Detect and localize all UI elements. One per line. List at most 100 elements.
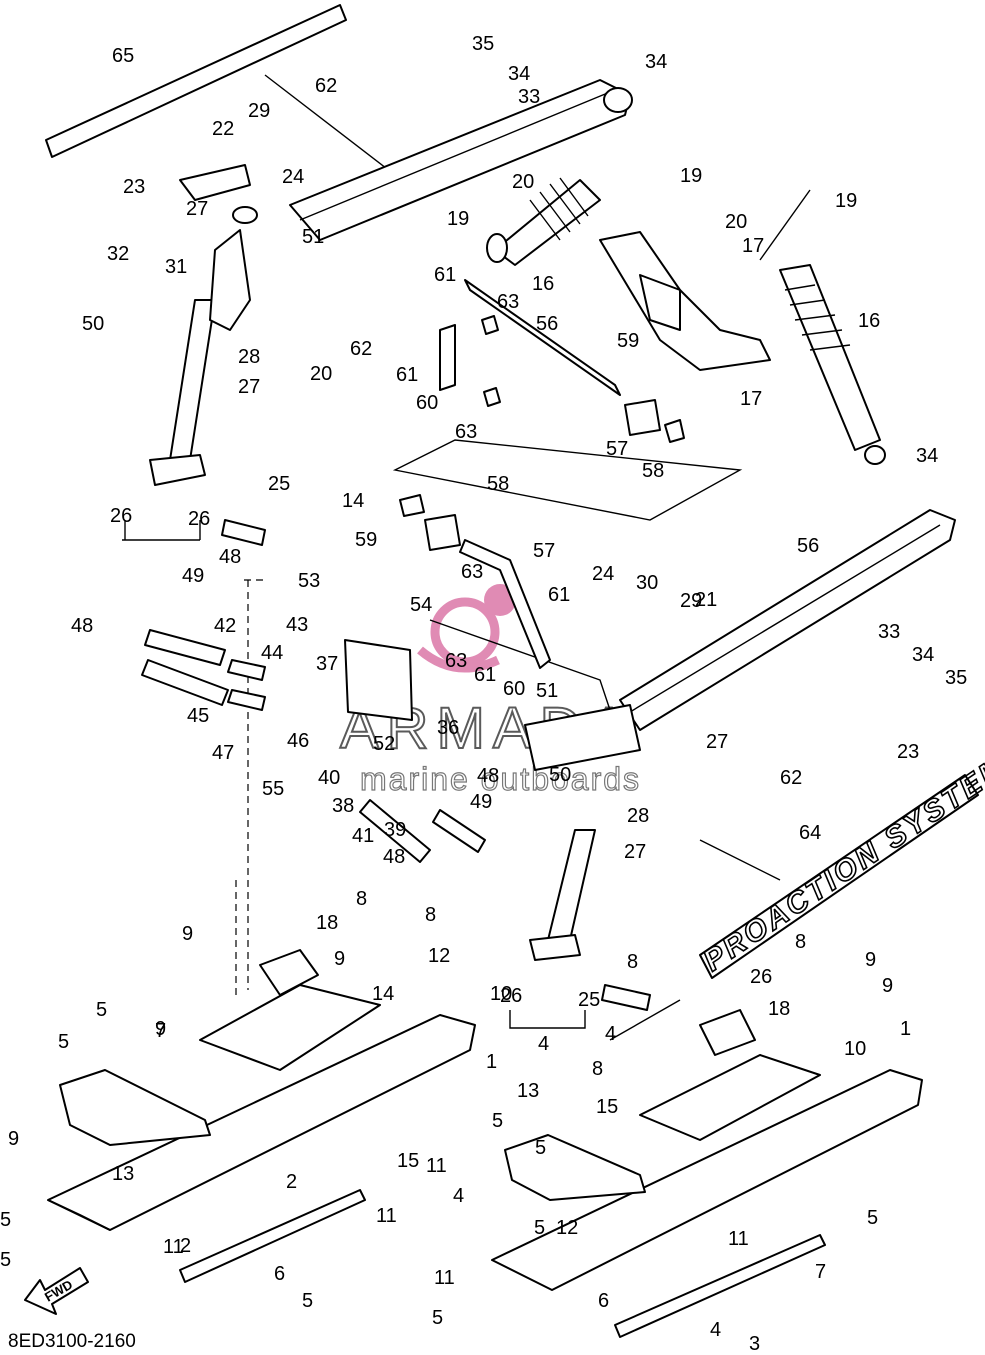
figure-code: 8ED3100-2160 — [8, 1331, 136, 1352]
part-callout-11: 11 — [163, 1236, 184, 1258]
part-callout-4: 4 — [538, 1033, 549, 1055]
part-callout-34: 34 — [912, 644, 934, 666]
part-callout-50: 50 — [549, 764, 571, 786]
part-callout-51: 51 — [536, 680, 558, 702]
part-callout-27: 27 — [186, 198, 208, 220]
part-callout-48: 48 — [383, 846, 405, 868]
part-callout-3: 3 — [749, 1333, 760, 1355]
part-callout-42: 42 — [214, 615, 236, 637]
part-callout-25: 25 — [268, 473, 290, 495]
part-callout-48: 48 — [71, 615, 93, 637]
part-callout-62: 62 — [315, 75, 337, 97]
part-callout-5: 5 — [58, 1031, 69, 1053]
part-callout-2: 2 — [286, 1171, 297, 1193]
part-callout-13: 13 — [517, 1080, 539, 1102]
part-callout-58: 58 — [487, 473, 509, 495]
part-callout-11: 11 — [426, 1155, 447, 1177]
part-callout-60: 60 — [503, 678, 525, 700]
part-callout-19: 19 — [447, 208, 469, 230]
part-callout-63: 63 — [455, 421, 477, 443]
part-callout-51: 51 — [302, 226, 324, 248]
part-callout-32: 32 — [107, 243, 129, 265]
part-callout-50: 50 — [82, 313, 104, 335]
part-callout-41: 41 — [352, 825, 374, 847]
part-callout-15: 15 — [596, 1096, 618, 1118]
part-callout-16: 16 — [858, 310, 880, 332]
part-callout-24: 24 — [592, 563, 614, 585]
part-callout-23: 23 — [123, 176, 145, 198]
part-callout-57: 57 — [606, 438, 628, 460]
part-callout-29: 29 — [248, 100, 270, 122]
part-callout-14: 14 — [342, 490, 364, 512]
part-callout-5: 5 — [534, 1217, 545, 1239]
decal-text: PROACTION SYSTEM — [697, 749, 985, 978]
part-callout-18: 18 — [768, 998, 790, 1020]
part-callout-9: 9 — [155, 1018, 166, 1040]
part-callout-8: 8 — [425, 904, 436, 926]
part-callout-49: 49 — [470, 791, 492, 813]
part-callout-20: 20 — [512, 171, 534, 193]
part-callout-5: 5 — [0, 1249, 11, 1271]
part-callout-31: 31 — [165, 256, 187, 278]
part-callout-6: 6 — [598, 1290, 609, 1312]
part-callout-48: 48 — [477, 765, 499, 787]
part-callout-7: 7 — [815, 1261, 826, 1283]
part-callout-58: 58 — [642, 460, 664, 482]
part-callout-25: 25 — [578, 989, 600, 1011]
part-callout-5: 5 — [432, 1307, 443, 1329]
part-callout-11: 11 — [376, 1205, 397, 1227]
part-callout-63: 63 — [445, 650, 467, 672]
part-callout-11: 11 — [728, 1228, 749, 1250]
part-callout-4: 4 — [605, 1023, 616, 1045]
part-callout-8: 8 — [795, 931, 806, 953]
part-callout-8: 8 — [627, 951, 638, 973]
part-callout-63: 63 — [497, 291, 519, 313]
part-callout-57: 57 — [533, 540, 555, 562]
part-callout-61: 61 — [548, 584, 570, 606]
part-callout-17: 17 — [740, 388, 762, 410]
part-callout-62: 62 — [350, 338, 372, 360]
part-callout-9: 9 — [8, 1128, 19, 1150]
part-callout-46: 46 — [287, 730, 309, 752]
part-callout-4: 4 — [453, 1185, 464, 1207]
part-callout-63: 63 — [461, 561, 483, 583]
part-callout-8: 8 — [356, 888, 367, 910]
part-callout-9: 9 — [882, 975, 893, 997]
part-callout-34: 34 — [916, 445, 938, 467]
part-callout-27: 27 — [238, 376, 260, 398]
part-callout-15: 15 — [397, 1150, 419, 1172]
part-callout-29: 29 — [680, 590, 702, 612]
part-callout-65: 65 — [112, 45, 134, 67]
part-callout-43: 43 — [286, 614, 308, 636]
part-callout-1: 1 — [486, 1051, 497, 1073]
part-callout-17: 17 — [742, 235, 764, 257]
left-ski — [47, 949, 476, 1283]
middle-assembly — [141, 509, 956, 1011]
part-callout-24: 24 — [282, 166, 304, 188]
part-callout-38: 38 — [332, 795, 354, 817]
part-callout-13: 13 — [112, 1163, 134, 1185]
part-callout-6: 6 — [274, 1263, 285, 1285]
part-callout-61: 61 — [434, 264, 456, 286]
part-callout-12: 12 — [428, 945, 450, 967]
part-callout-44: 44 — [261, 642, 283, 664]
part-callout-5: 5 — [0, 1209, 11, 1231]
watermark-logo-icon — [417, 584, 516, 673]
part-callout-9: 9 — [334, 948, 345, 970]
part-callout-28: 28 — [238, 346, 260, 368]
part-callout-59: 59 — [355, 529, 377, 551]
part-callout-14: 14 — [372, 983, 394, 1005]
upper-suspension — [149, 79, 886, 517]
part-callout-19: 19 — [835, 190, 857, 212]
part-callout-22: 22 — [212, 118, 234, 140]
part-callout-1: 1 — [900, 1018, 911, 1040]
part-callout-34: 34 — [508, 63, 530, 85]
part-callout-37: 37 — [316, 653, 338, 675]
part-callout-16: 16 — [532, 273, 554, 295]
part-callout-62: 62 — [780, 767, 802, 789]
part-callout-59: 59 — [617, 330, 639, 352]
part-callout-60: 60 — [416, 392, 438, 414]
part-callout-9: 9 — [182, 923, 193, 945]
part-callout-5: 5 — [535, 1137, 546, 1159]
